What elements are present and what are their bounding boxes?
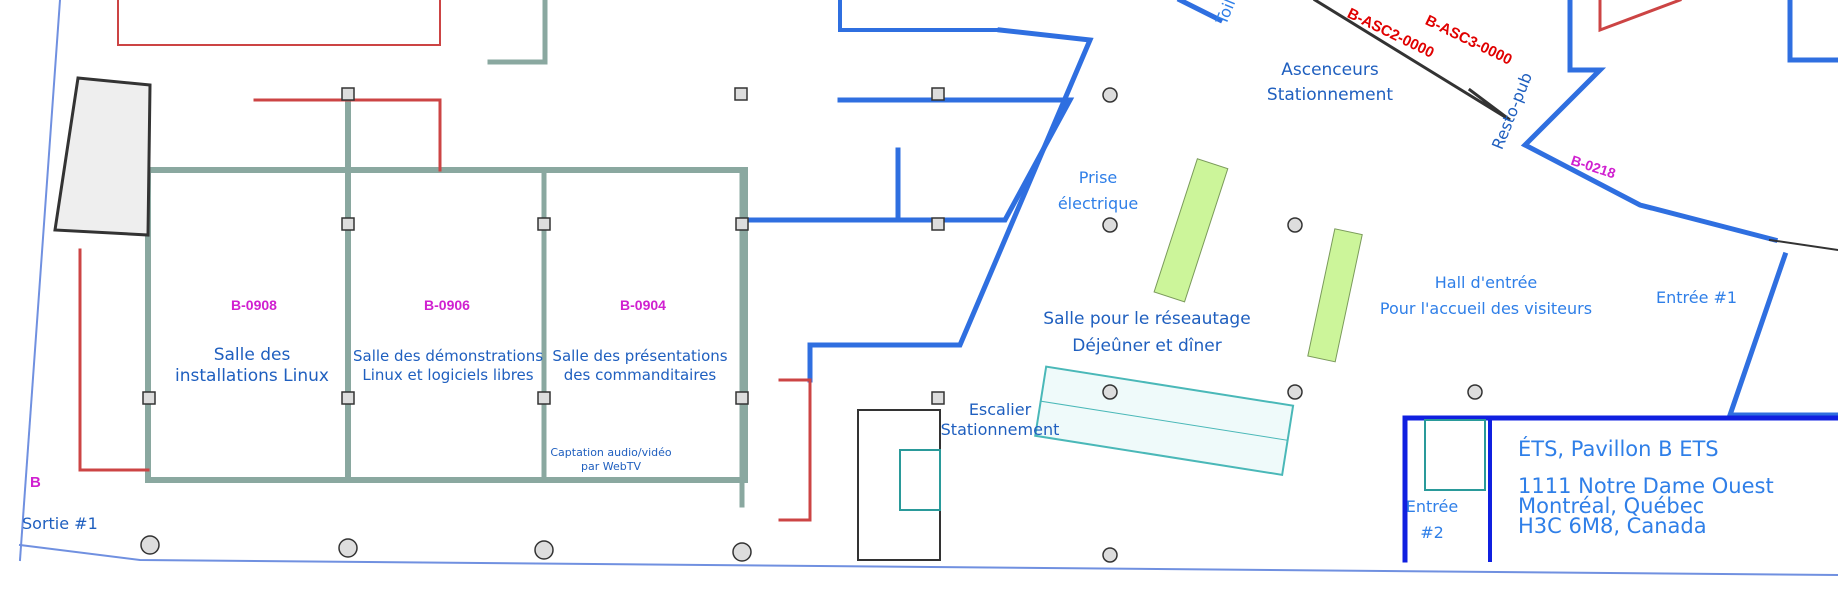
room-code-b0906: B-0906 <box>424 297 470 313</box>
stairs-label: Escalier Stationnement <box>941 400 1060 440</box>
captation-line1: Captation audio/vidéo <box>550 446 672 459</box>
room-code-b0908: B-0908 <box>231 297 277 313</box>
captation-label: Captation audio/vidéo par WebTV <box>550 446 671 474</box>
room-label-line2: Linux et logiciels libres <box>362 365 534 384</box>
room-label-b0904: Salle des présentations des commanditair… <box>552 347 727 385</box>
elevators-line1: Ascenceurs <box>1281 60 1379 80</box>
networking-line2: Déjeûner et dîner <box>1072 336 1222 357</box>
captation-line2: par WebTV <box>581 459 641 473</box>
entrance-2-line1: Entrée <box>1405 497 1459 516</box>
entrance-1-label: Entrée #1 <box>1656 288 1738 307</box>
outlet-label: Prise électrique <box>1058 165 1138 216</box>
entrance-2-line2: #2 <box>1420 522 1444 542</box>
room-code-b0904: B-0904 <box>620 297 666 313</box>
room-label-line1: Salle des <box>213 345 291 365</box>
address-line3: H3C 6M8, Canada <box>1518 513 1707 538</box>
outlet-line2: électrique <box>1057 193 1139 213</box>
room-block-walls <box>145 167 748 483</box>
elevators-label: Ascenceurs Stationnement <box>1267 58 1393 107</box>
room-label-line1: Salle des démonstrations <box>352 347 544 365</box>
room-label-line2: des commanditaires <box>563 365 717 384</box>
room-label-b0908: Salle des installations Linux <box>175 345 329 388</box>
address-title: ÉTS, Pavillon B ETS <box>1518 437 1719 461</box>
address-line2: Montréal, Québec <box>1518 493 1705 518</box>
room-label-line2: installations Linux <box>175 366 329 387</box>
elevators-line2: Stationnement <box>1266 84 1394 105</box>
stairs-line2: Stationnement <box>940 420 1060 439</box>
exit-1-label: Sortie #1 <box>22 514 98 533</box>
address-line1: 1111 Notre Dame Ouest <box>1518 474 1774 498</box>
exit-marker: B <box>30 474 41 491</box>
stairs-line1: Escalier <box>968 400 1032 419</box>
hall-label: Hall d'entrée Pour l'accueil des visiteu… <box>1380 270 1592 321</box>
networking-room-label: Salle pour le réseautage Déjeûner et dîn… <box>1043 306 1250 360</box>
room-label-b0906: Salle des démonstrations Linux et logici… <box>353 347 543 385</box>
room-label-line1: Salle des présentations <box>552 347 728 365</box>
hall-line2: Pour l'accueil des visiteurs <box>1379 298 1593 318</box>
entrance-2-label: Entrée #2 <box>1406 494 1458 545</box>
outlet-line1: Prise <box>1078 168 1118 187</box>
hall-line1: Hall d'entrée <box>1434 273 1538 292</box>
networking-line1: Salle pour le réseautage <box>1043 309 1251 329</box>
address-block: 1111 Notre Dame Ouest Montréal, Québec H… <box>1518 474 1774 538</box>
